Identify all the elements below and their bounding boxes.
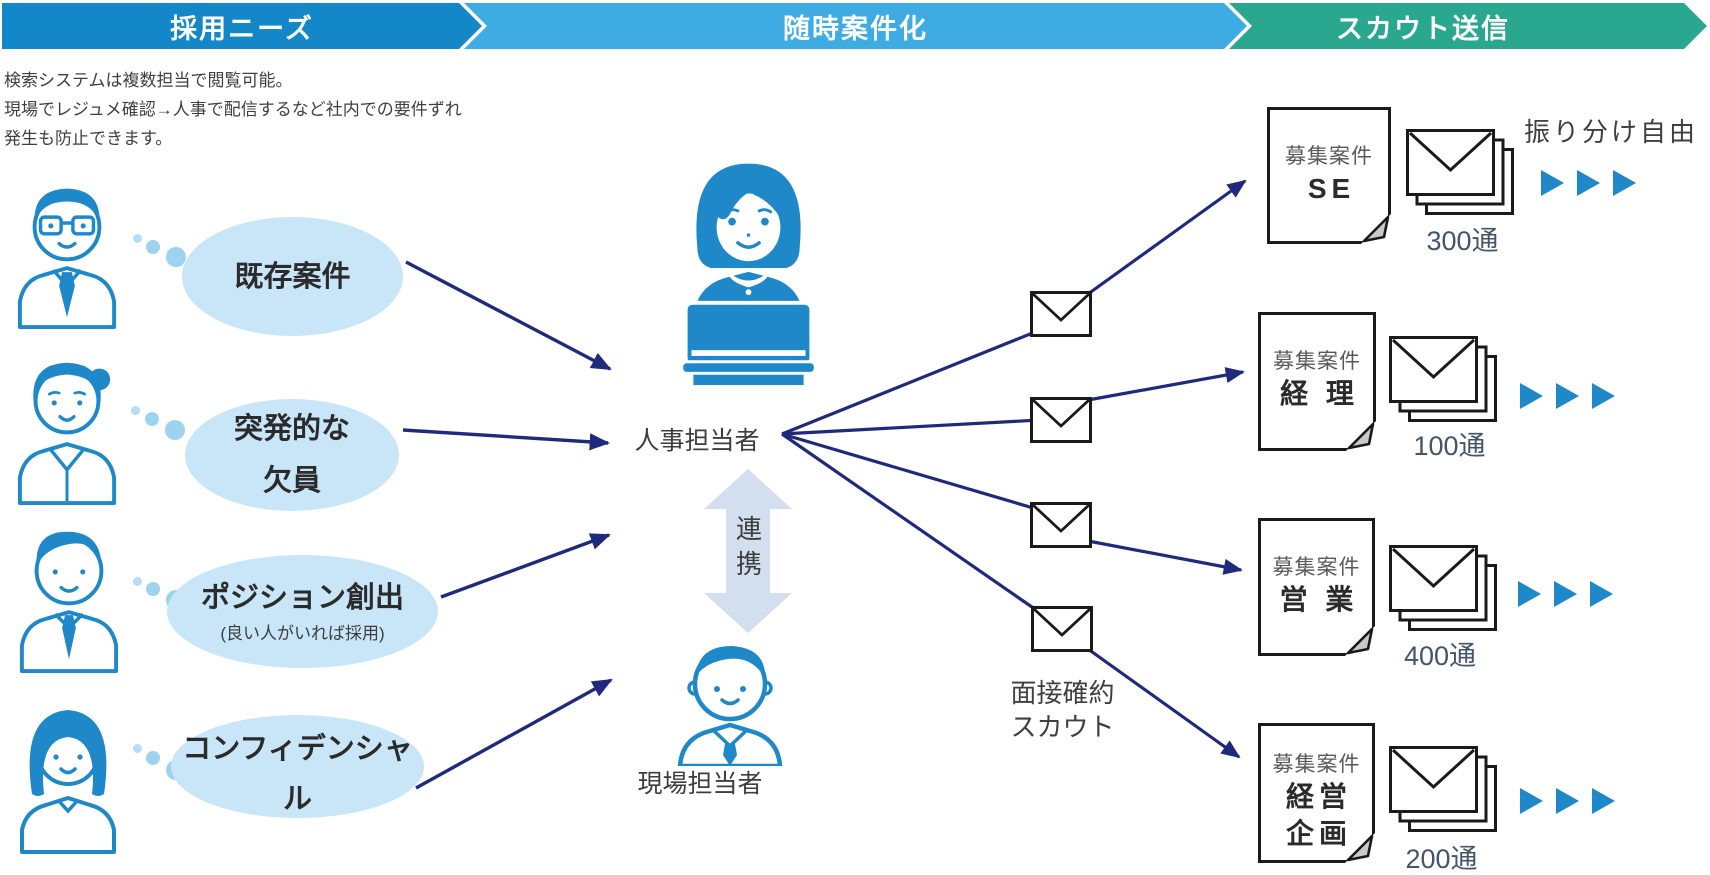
thought-dot bbox=[133, 744, 142, 753]
need-bubble-confidential: コンフィデンシャル bbox=[171, 715, 424, 818]
mail-count: 200通 bbox=[1405, 844, 1478, 874]
description-note: 検索システムは複数担当で閲覧可能。 現場でレジュメ確認→人事で配信するなど社内で… bbox=[4, 66, 462, 153]
dog-ear-icon bbox=[1345, 626, 1375, 656]
employee-avatar-woman-bun-icon bbox=[17, 362, 117, 505]
interview-scout-label: 面接確約 スカウト bbox=[995, 676, 1130, 744]
field-person-illustration bbox=[677, 646, 783, 766]
need-label: 既存案件 bbox=[234, 260, 351, 293]
thought-dot bbox=[146, 751, 160, 765]
forward-triangles-icon bbox=[1518, 581, 1613, 607]
doc-title: 企画 bbox=[1285, 818, 1352, 849]
job-document-accounting: 募集案件 経 理 bbox=[1258, 312, 1376, 451]
doc-heading: 募集案件 bbox=[1285, 145, 1373, 168]
phase-step-casework: 随時案件化 bbox=[464, 3, 1247, 49]
phase-label: 採用ニーズ bbox=[170, 13, 314, 44]
free-assign-label: 振り分け自由 bbox=[1524, 117, 1699, 147]
dog-ear-icon bbox=[1361, 214, 1391, 244]
need-note: (良い人がいれば採用) bbox=[220, 624, 385, 643]
doc-title: 経 理 bbox=[1280, 378, 1359, 409]
mail-count: 400通 bbox=[1403, 641, 1477, 671]
link-char: 携 bbox=[735, 549, 762, 579]
job-document-corporate-planning: 募集案件 経営 企画 bbox=[1258, 723, 1375, 863]
triangle-icon bbox=[1613, 170, 1636, 196]
triangle-icon bbox=[1518, 581, 1541, 607]
envelope-stack-icon bbox=[1389, 746, 1497, 832]
envelope-stack-icon bbox=[1406, 129, 1514, 215]
phase-step-needs: 採用ニーズ bbox=[2, 3, 482, 49]
triangle-icon bbox=[1577, 170, 1600, 196]
triangle-icon bbox=[1541, 170, 1564, 196]
note-line: 発生も防止できます。 bbox=[4, 129, 173, 148]
need-label: ポジション創出 bbox=[200, 582, 404, 614]
doc-title: 経営 bbox=[1285, 781, 1352, 812]
link-char: 連 bbox=[735, 514, 762, 544]
thought-dot bbox=[146, 582, 160, 596]
mail-count: 300通 bbox=[1426, 226, 1499, 256]
triangle-icon bbox=[1592, 788, 1615, 814]
hr-person-illustration bbox=[680, 163, 817, 385]
interview-scout-line: 面接確約 bbox=[1010, 678, 1115, 708]
job-document-sales: 募集案件 営 業 bbox=[1258, 518, 1375, 656]
need-label: 欠員 bbox=[262, 465, 321, 497]
triangle-icon bbox=[1520, 788, 1543, 814]
triangle-icon bbox=[1554, 581, 1577, 607]
phase-label: スカウト送信 bbox=[1336, 13, 1510, 44]
fanout-lines bbox=[781, 328, 1043, 616]
envelope-icon bbox=[1031, 606, 1093, 652]
doc-arrows bbox=[1087, 179, 1247, 759]
employee-avatar-young-man-icon bbox=[19, 531, 119, 673]
need-bubble-existing: 既存案件 bbox=[182, 217, 403, 336]
envelope-icon bbox=[1030, 291, 1092, 337]
interview-scout-line: スカウト bbox=[1010, 712, 1115, 742]
thought-dot bbox=[146, 240, 160, 254]
need-bubble-position-creation: ポジション創出 (良い人がいれば採用) bbox=[167, 555, 438, 668]
hr-person-label: 人事担当者 bbox=[634, 427, 760, 455]
need-label: 突発的な bbox=[233, 413, 350, 445]
phase-label: 随時案件化 bbox=[783, 13, 928, 44]
envelope-stack-icon bbox=[1389, 545, 1497, 631]
doc-heading: 募集案件 bbox=[1273, 350, 1361, 373]
phase-step-scout-send: スカウト送信 bbox=[1229, 3, 1707, 49]
employee-avatar-woman-bob-icon bbox=[20, 710, 116, 854]
forward-triangles-icon bbox=[1520, 788, 1615, 814]
need-arrows bbox=[402, 260, 613, 790]
triangle-icon bbox=[1556, 788, 1579, 814]
envelope-stack-icon bbox=[1389, 336, 1497, 422]
thought-dot bbox=[133, 577, 142, 586]
thought-dot bbox=[165, 420, 185, 440]
job-document-se: 募集案件 SE bbox=[1267, 107, 1391, 244]
dog-ear-icon bbox=[1346, 421, 1376, 451]
link-label: 連 携 bbox=[733, 512, 765, 582]
field-person-label: 現場担当者 bbox=[637, 770, 763, 798]
thought-dot bbox=[133, 234, 142, 243]
thought-dot bbox=[131, 406, 140, 415]
dog-ear-icon bbox=[1345, 833, 1375, 863]
mail-count: 100通 bbox=[1413, 431, 1486, 461]
triangle-icon bbox=[1590, 581, 1613, 607]
employee-avatar-glasses-man-icon bbox=[17, 188, 117, 329]
forward-triangles-icon bbox=[1520, 383, 1615, 409]
note-line: 検索システムは複数担当で閲覧可能。 bbox=[4, 71, 293, 90]
envelope-icon bbox=[1030, 502, 1092, 548]
thought-dot bbox=[166, 247, 186, 267]
envelope-icon bbox=[1030, 397, 1092, 443]
doc-heading: 募集案件 bbox=[1272, 753, 1361, 776]
forward-triangles-icon bbox=[1541, 170, 1636, 196]
triangle-icon bbox=[1556, 383, 1579, 409]
need-bubble-sudden-vacancy: 突発的な 欠員 bbox=[185, 399, 399, 511]
doc-title: 営 業 bbox=[1279, 584, 1359, 615]
triangle-icon bbox=[1520, 383, 1543, 409]
triangle-icon bbox=[1592, 383, 1615, 409]
doc-heading: 募集案件 bbox=[1272, 556, 1361, 579]
need-label: コンフィデンシャル bbox=[182, 732, 413, 815]
link-double-arrow-icon bbox=[704, 469, 792, 633]
doc-title: SE bbox=[1307, 173, 1356, 204]
note-line: 現場でレジュメ確認→人事で配信するなど社内での要件ずれ bbox=[4, 100, 462, 119]
thought-dot bbox=[145, 412, 159, 426]
